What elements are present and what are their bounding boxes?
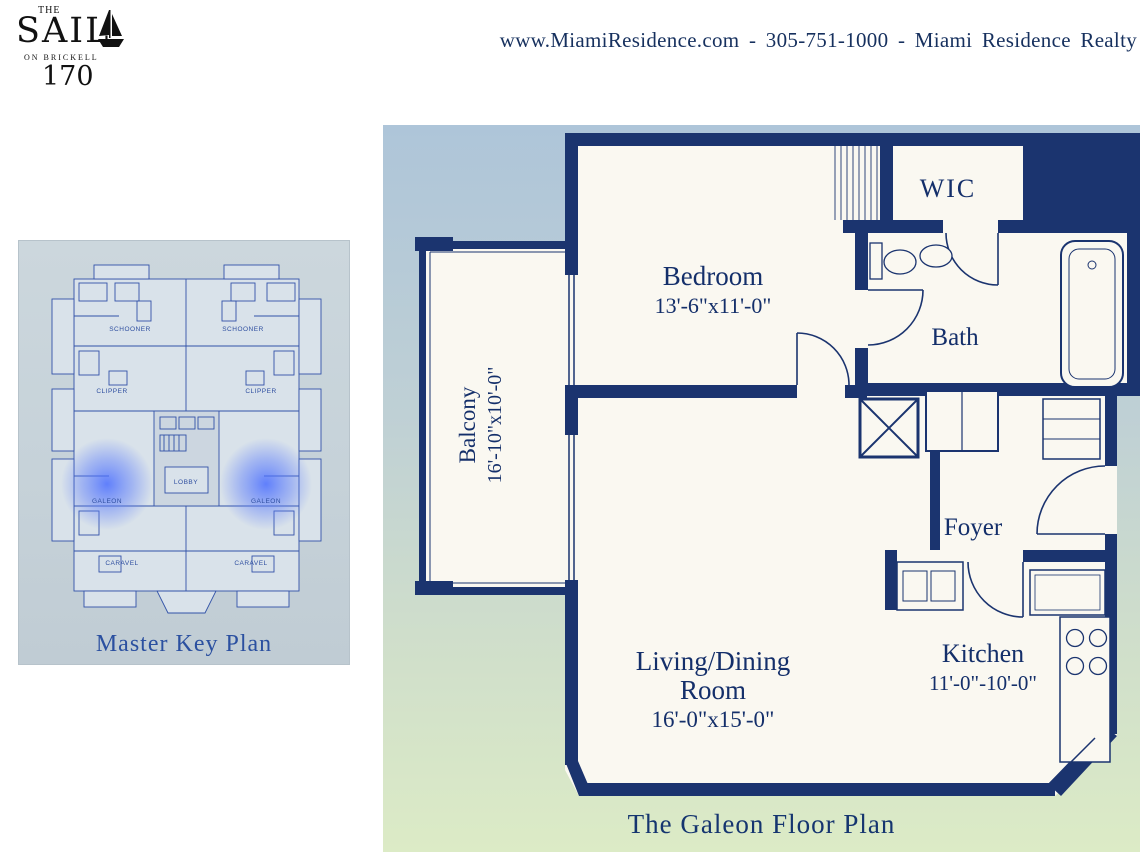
living-label-line1: Living/Dining <box>636 646 791 676</box>
wall-chamfer-left <box>565 761 593 796</box>
wall-right-bath <box>1127 233 1140 396</box>
bedroom-label: Bedroom <box>663 261 764 291</box>
galeon-highlights <box>61 438 312 530</box>
bath-fixtures-group <box>869 240 1124 388</box>
bedroom-dims: 13'-6"x11'-0" <box>655 293 772 318</box>
unit-label-caravel-left: CARAVEL <box>105 560 138 567</box>
wall-kitchen-stub <box>885 550 897 610</box>
wall-bedroom-south <box>565 385 797 398</box>
unit-label-lobby: LOBBY <box>174 479 198 486</box>
closet-rod-lines <box>834 146 878 220</box>
wall-bedroom-wic <box>880 133 893 233</box>
wall-bath-west-lower <box>855 348 868 396</box>
kitchen-sink-counter <box>896 561 964 611</box>
unit-floor <box>419 133 1140 796</box>
wic-door-arc <box>945 232 999 286</box>
unit-label-clipper-right: CLIPPER <box>245 388 276 395</box>
logo-the: THE <box>38 5 61 16</box>
wall-foyer-west <box>930 451 940 550</box>
kitchen-dims: 11'-0"-10'-0" <box>929 671 1037 695</box>
unit-label-clipper-left: CLIPPER <box>96 388 127 395</box>
room-labels-group: WIC Bedroom 13'-6"x11'-0" Bath Balcony 1… <box>455 174 1037 732</box>
stove-burner <box>1065 628 1085 648</box>
toilet <box>883 249 917 275</box>
shaft-and-closets <box>858 390 1101 460</box>
stove-burner <box>1065 656 1085 676</box>
wall-wic-south-right <box>998 220 1023 233</box>
floor-plan-panel: WIC Bedroom 13'-6"x11'-0" Bath Balcony 1… <box>383 125 1140 852</box>
walls-group <box>565 133 1140 796</box>
entry-door-arc <box>1036 465 1106 535</box>
bath-door-arc <box>867 289 924 346</box>
wall-left-lower <box>565 580 578 765</box>
logo-name: SAIL <box>16 11 111 51</box>
header-contact: www.MiamiResidence.com - 305-751-1000 - … <box>499 28 1137 52</box>
wall-foyer-kitchen <box>1023 550 1117 562</box>
wall-left-upper <box>565 133 578 275</box>
core-elevators-stairs <box>153 410 220 507</box>
doors-group <box>796 232 1106 618</box>
toilet-tank <box>869 242 883 280</box>
sail-logo: THE SAIL ON BRICKELL 170 <box>12 2 132 104</box>
unit-label-galeon-left: GALEON <box>92 498 122 505</box>
master-key-plan-drawing: SCHOONER SCHOONER CLIPPER CLIPPER LOBBY … <box>51 264 322 614</box>
floor-plan-caption: The Galeon Floor Plan <box>627 809 896 839</box>
balcony-corner-block-bottom <box>415 581 453 595</box>
wall-bottom <box>579 783 1055 796</box>
wall-bath-west-upper <box>855 233 868 290</box>
bedroom-door-arc <box>796 332 850 386</box>
stove-burner <box>1088 656 1108 676</box>
balcony-corner-block-top <box>415 237 453 251</box>
living-label-line2: Room <box>680 675 746 705</box>
unit-label-caravel-right: CARAVEL <box>234 560 267 567</box>
kitchen-door-arc <box>967 561 1024 618</box>
stove-burner <box>1088 628 1108 648</box>
balcony-floor <box>419 241 565 595</box>
bath-label: Bath <box>931 324 979 351</box>
master-key-plan-caption: Master Key Plan <box>95 631 273 657</box>
unit-labels: SCHOONER SCHOONER CLIPPER CLIPPER LOBBY … <box>92 326 281 567</box>
bathtub <box>1060 240 1124 388</box>
sliding-doors-group <box>568 275 575 580</box>
bath-sink <box>919 244 953 268</box>
kitchen-fixtures-group <box>896 561 1111 785</box>
floor-plan-drawing: WIC Bedroom 13'-6"x11'-0" Bath Balcony 1… <box>415 133 1140 796</box>
logo-subtitle: ON BRICKELL <box>24 53 99 62</box>
living-dims: 16'-0"x15'-0" <box>652 707 775 732</box>
logo-number: 170 <box>42 61 94 92</box>
wic-label: WIC <box>920 174 977 203</box>
unit-label-galeon-right: GALEON <box>251 498 281 505</box>
master-key-plan-panel: SCHOONER SCHOONER CLIPPER CLIPPER LOBBY … <box>18 240 350 665</box>
foyer-label: Foyer <box>944 514 1003 541</box>
unit-label-schooner-right: SCHOONER <box>222 326 264 333</box>
kitchen-label: Kitchen <box>942 639 1024 668</box>
balcony-label: Balcony <box>455 386 480 463</box>
unit-label-schooner-left: SCHOONER <box>109 326 151 333</box>
wall-right-upper <box>1105 396 1117 466</box>
balcony-dims: 16'-10"x10'-0" <box>484 367 506 484</box>
refrigerator <box>1029 569 1106 616</box>
wall-top <box>565 133 1140 146</box>
balcony-group <box>415 237 565 595</box>
linen-closet <box>1042 398 1101 460</box>
wall-top-right-block <box>1023 133 1140 233</box>
sailboat-icon <box>98 10 124 47</box>
stove-counter <box>1059 616 1111 763</box>
wall-wic-south-left <box>843 220 943 233</box>
